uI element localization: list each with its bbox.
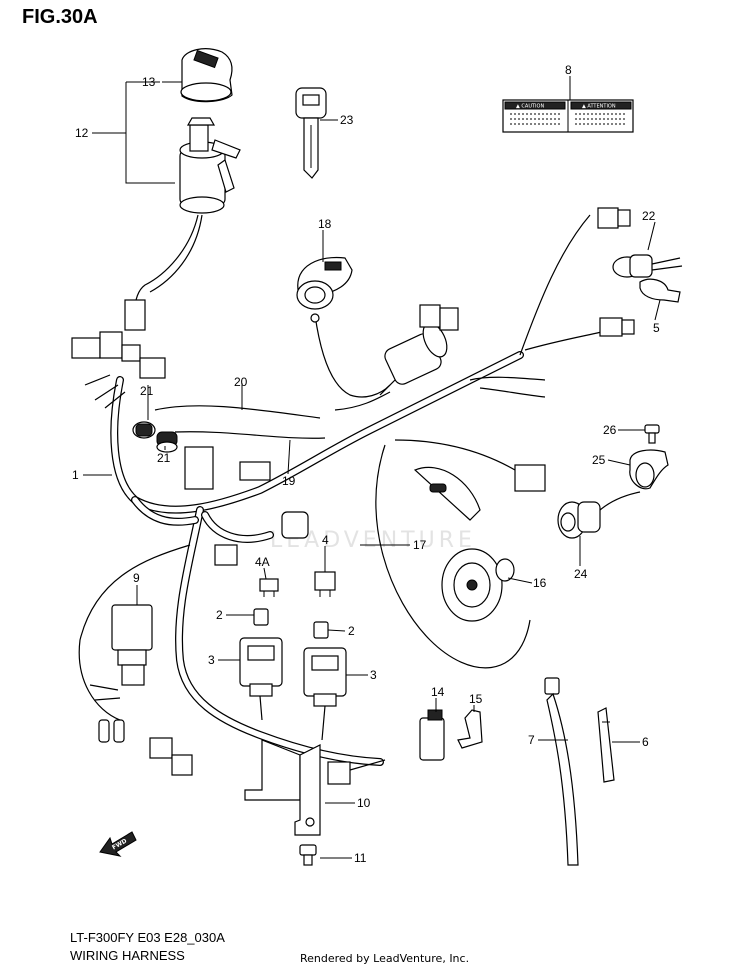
callout-22: 22 bbox=[642, 209, 656, 223]
callout-25: 25 bbox=[592, 453, 606, 467]
fuse-holder-left[interactable] bbox=[239, 637, 283, 721]
ignition-switch[interactable] bbox=[179, 117, 241, 214]
screw-26[interactable] bbox=[644, 424, 660, 444]
ignition-key[interactable] bbox=[295, 87, 327, 179]
switch-24[interactable] bbox=[557, 491, 641, 539]
fuse-4[interactable] bbox=[314, 571, 336, 597]
render-credit: Rendered by LeadVenture, Inc. bbox=[300, 952, 470, 965]
fuse-2-left[interactable] bbox=[253, 608, 269, 626]
callout-23: 23 bbox=[340, 113, 354, 127]
section-name: WIRING HARNESS bbox=[70, 948, 185, 963]
callout-10: 10 bbox=[357, 796, 371, 810]
forward-direction-marker: FWD bbox=[99, 831, 137, 857]
callout-18: 18 bbox=[318, 217, 332, 231]
clamp-5[interactable] bbox=[639, 278, 681, 303]
horn-connector bbox=[514, 464, 546, 492]
leader-lines bbox=[83, 76, 661, 859]
harness-connectors-center bbox=[184, 446, 309, 566]
fuse-4a[interactable] bbox=[259, 578, 279, 597]
right-connectors bbox=[597, 207, 635, 337]
callout-20: 20 bbox=[234, 375, 248, 389]
callout-12: 12 bbox=[75, 126, 89, 140]
starter-relay[interactable] bbox=[89, 604, 153, 743]
callout-17: 17 bbox=[413, 538, 427, 552]
connector-14[interactable] bbox=[419, 709, 445, 761]
callout-16: 16 bbox=[533, 576, 547, 590]
callout-2-left: 2 bbox=[216, 608, 223, 622]
coupler-grommet-lower[interactable] bbox=[156, 431, 178, 453]
callout-5: 5 bbox=[653, 321, 660, 335]
harness-connector-cluster-left bbox=[71, 299, 166, 409]
callout-2-right: 2 bbox=[348, 624, 355, 638]
fuse-2-right[interactable] bbox=[313, 621, 329, 639]
clamp-6[interactable] bbox=[597, 707, 615, 783]
callout-15: 15 bbox=[469, 692, 483, 706]
connector-22[interactable] bbox=[612, 254, 683, 278]
callout-3-left: 3 bbox=[208, 653, 215, 667]
handlebar-switch[interactable] bbox=[296, 256, 353, 323]
callout-7: 7 bbox=[528, 733, 535, 747]
callout-3-right: 3 bbox=[370, 668, 377, 682]
callout-13: 13 bbox=[142, 75, 156, 89]
callout-6: 6 bbox=[642, 735, 649, 749]
caution-label-text: ▲ CAUTION bbox=[516, 104, 544, 110]
callout-4a: 4A bbox=[255, 555, 270, 569]
callout-21-upper: 21 bbox=[140, 384, 154, 398]
bracket-25[interactable] bbox=[629, 449, 669, 490]
bracket-bolt[interactable] bbox=[299, 844, 317, 866]
callout-9: 9 bbox=[133, 571, 140, 585]
callout-24: 24 bbox=[574, 567, 588, 581]
callout-19: 19 bbox=[282, 474, 296, 488]
callout-14: 14 bbox=[431, 685, 445, 699]
attention-label-text: ▲ ATTENTION bbox=[582, 104, 616, 110]
harness-bracket[interactable] bbox=[244, 739, 321, 836]
callout-8: 8 bbox=[565, 63, 572, 77]
callout-26: 26 bbox=[603, 423, 617, 437]
coupler-grommet-upper[interactable] bbox=[132, 421, 156, 439]
horn[interactable] bbox=[413, 466, 515, 622]
cable-tie[interactable] bbox=[544, 677, 579, 866]
model-code: LT-F300FY E03 E28_030A bbox=[70, 930, 225, 945]
clamp-15[interactable] bbox=[457, 709, 483, 749]
callout-11: 11 bbox=[354, 851, 367, 865]
warning-label-sticker[interactable]: ▲ CAUTION ▲ ATTENTION bbox=[502, 99, 634, 133]
cdi-unit[interactable] bbox=[379, 304, 459, 396]
callout-4: 4 bbox=[322, 533, 329, 547]
fuse-holder-right[interactable] bbox=[303, 647, 347, 741]
harness-couplers-bottom bbox=[149, 737, 386, 785]
callout-1: 1 bbox=[72, 468, 79, 482]
callout-21-lower: 21 bbox=[157, 451, 171, 465]
callout-numbers: 13 12 23 8 18 22 5 21 21 20 19 1 17 16 2… bbox=[72, 63, 660, 865]
figure-title: FIG.30A bbox=[22, 6, 98, 28]
ignition-key-cap[interactable] bbox=[180, 48, 233, 103]
